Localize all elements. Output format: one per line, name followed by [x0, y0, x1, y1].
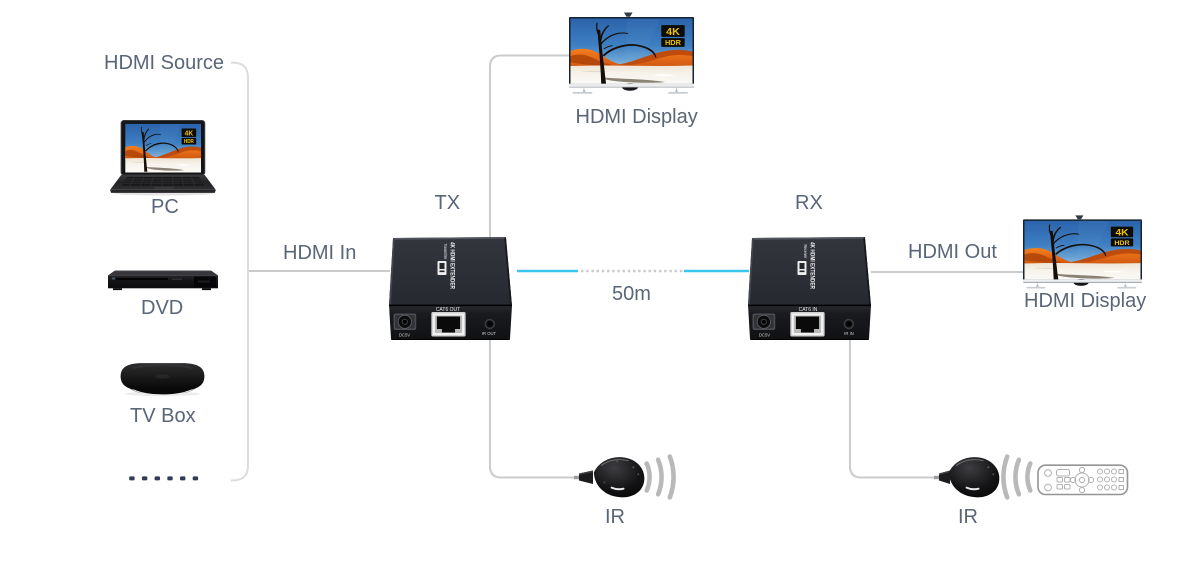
svg-text:CAT6 OUT: CAT6 OUT	[436, 307, 460, 313]
svg-text:4K HDMI EXTENDER: 4K HDMI EXTENDER	[449, 242, 456, 289]
svg-text:CAT6 IN: CAT6 IN	[799, 307, 818, 313]
svg-text:IR IN: IR IN	[844, 331, 854, 336]
svg-text:DC5V: DC5V	[399, 333, 410, 338]
svg-text:4K HDMI EXTENDER: 4K HDMI EXTENDER	[809, 242, 816, 289]
svg-text:IR OUT: IR OUT	[482, 331, 497, 336]
svg-text:Transmitter: Transmitter	[443, 244, 448, 260]
svg-text:Receiver: Receiver	[803, 245, 808, 259]
svg-text:DC5V: DC5V	[759, 333, 770, 338]
